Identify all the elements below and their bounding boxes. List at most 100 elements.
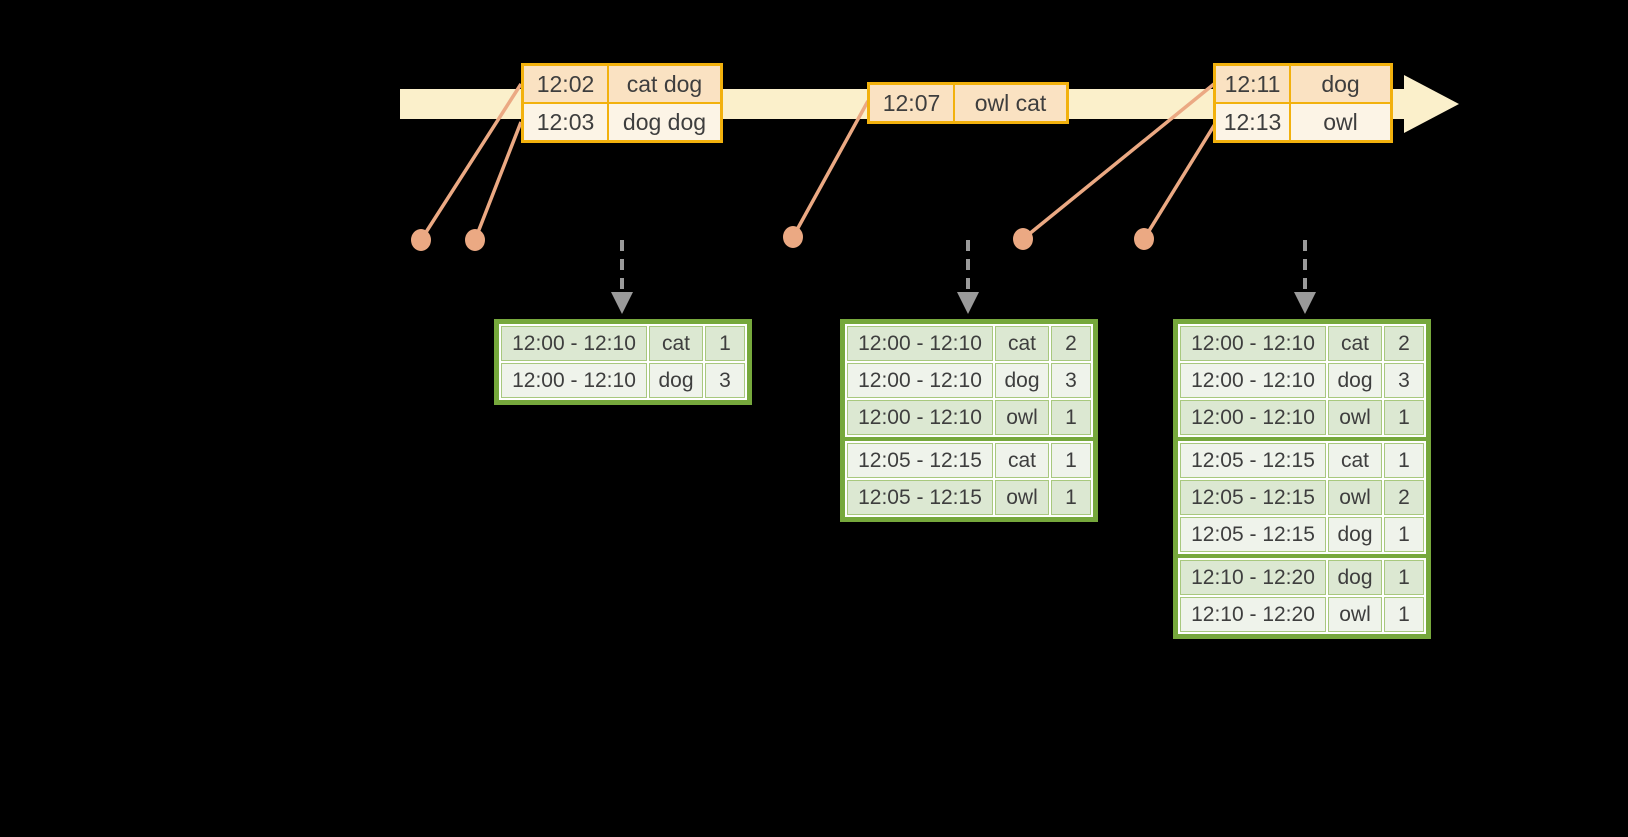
connector-line <box>473 121 523 241</box>
window-cell: 12:00 - 12:10 <box>1180 363 1326 398</box>
word-cell: dog <box>649 363 703 398</box>
word-cell: cat <box>1328 326 1382 361</box>
window-cell: 12:00 - 12:10 <box>847 363 993 398</box>
window-cell: 12:00 - 12:10 <box>1180 400 1326 435</box>
timeline-arrowhead-icon <box>1404 75 1459 133</box>
connector-line <box>1142 123 1217 240</box>
event-time-cell: 12:13 <box>1216 104 1289 140</box>
word-cell: cat <box>1328 443 1382 478</box>
count-cell: 3 <box>1051 363 1091 398</box>
trigger-arrows <box>611 240 1316 314</box>
window-cell: 12:05 - 12:15 <box>847 443 993 478</box>
event-time-cell: 12:03 <box>524 104 607 140</box>
word-cell: dog <box>1328 560 1382 595</box>
count-cell: 3 <box>705 363 745 398</box>
trigger-arrow-icon <box>957 240 979 314</box>
count-cell: 1 <box>1384 400 1424 435</box>
event-words-cell: dog <box>1291 66 1390 102</box>
event-words-cell: cat dog <box>609 66 720 102</box>
event-time-cell: 12:02 <box>524 66 607 102</box>
trigger-arrow-icon <box>611 240 633 314</box>
count-cell: 2 <box>1384 326 1424 361</box>
window-cell: 12:00 - 12:10 <box>847 326 993 361</box>
count-cell: 1 <box>1384 597 1424 632</box>
window-group-separator <box>845 437 1093 441</box>
connector-lines <box>419 82 1217 241</box>
count-cell: 1 <box>1384 443 1424 478</box>
word-cell: owl <box>995 480 1049 515</box>
connector-line <box>419 83 523 241</box>
window-cell: 12:00 - 12:10 <box>501 363 647 398</box>
trigger-arrow-icon <box>1294 240 1316 314</box>
event-words-cell: dog dog <box>609 104 720 140</box>
word-cell: dog <box>1328 517 1382 552</box>
window-cell: 12:00 - 12:10 <box>847 400 993 435</box>
event-time-cell: 12:07 <box>870 85 953 121</box>
count-cell: 1 <box>1384 560 1424 595</box>
event-dot <box>783 226 803 248</box>
count-cell: 1 <box>1051 400 1091 435</box>
event-words-cell: owl <box>1291 104 1390 140</box>
word-cell: owl <box>1328 480 1382 515</box>
count-cell: 3 <box>1384 363 1424 398</box>
event-dot <box>1013 228 1033 250</box>
count-cell: 2 <box>1051 326 1091 361</box>
event-words-cell: owl cat <box>955 85 1066 121</box>
count-cell: 1 <box>705 326 745 361</box>
count-cell: 1 <box>1384 517 1424 552</box>
count-cell: 1 <box>1051 443 1091 478</box>
window-cell: 12:00 - 12:10 <box>501 326 647 361</box>
window-cell: 12:00 - 12:10 <box>1180 326 1326 361</box>
word-cell: dog <box>995 363 1049 398</box>
connector-line <box>791 100 870 238</box>
window-cell: 12:05 - 12:15 <box>1180 480 1326 515</box>
word-cell: owl <box>1328 597 1382 632</box>
event-dot <box>411 229 431 251</box>
window-cell: 12:10 - 12:20 <box>1180 560 1326 595</box>
window-group-separator <box>1178 437 1426 441</box>
window-group-separator <box>1178 554 1426 558</box>
count-cell: 1 <box>1051 480 1091 515</box>
word-cell: owl <box>1328 400 1382 435</box>
word-cell: cat <box>649 326 703 361</box>
event-dot <box>465 229 485 251</box>
event-time-cell: 12:11 <box>1216 66 1289 102</box>
window-cell: 12:05 - 12:15 <box>1180 443 1326 478</box>
word-cell: cat <box>995 443 1049 478</box>
window-cell: 12:05 - 12:15 <box>1180 517 1326 552</box>
event-dot <box>1134 228 1154 250</box>
connector-line <box>1021 82 1216 241</box>
event-dots <box>411 226 1154 251</box>
window-cell: 12:10 - 12:20 <box>1180 597 1326 632</box>
word-cell: owl <box>995 400 1049 435</box>
word-cell: dog <box>1328 363 1382 398</box>
count-cell: 2 <box>1384 480 1424 515</box>
